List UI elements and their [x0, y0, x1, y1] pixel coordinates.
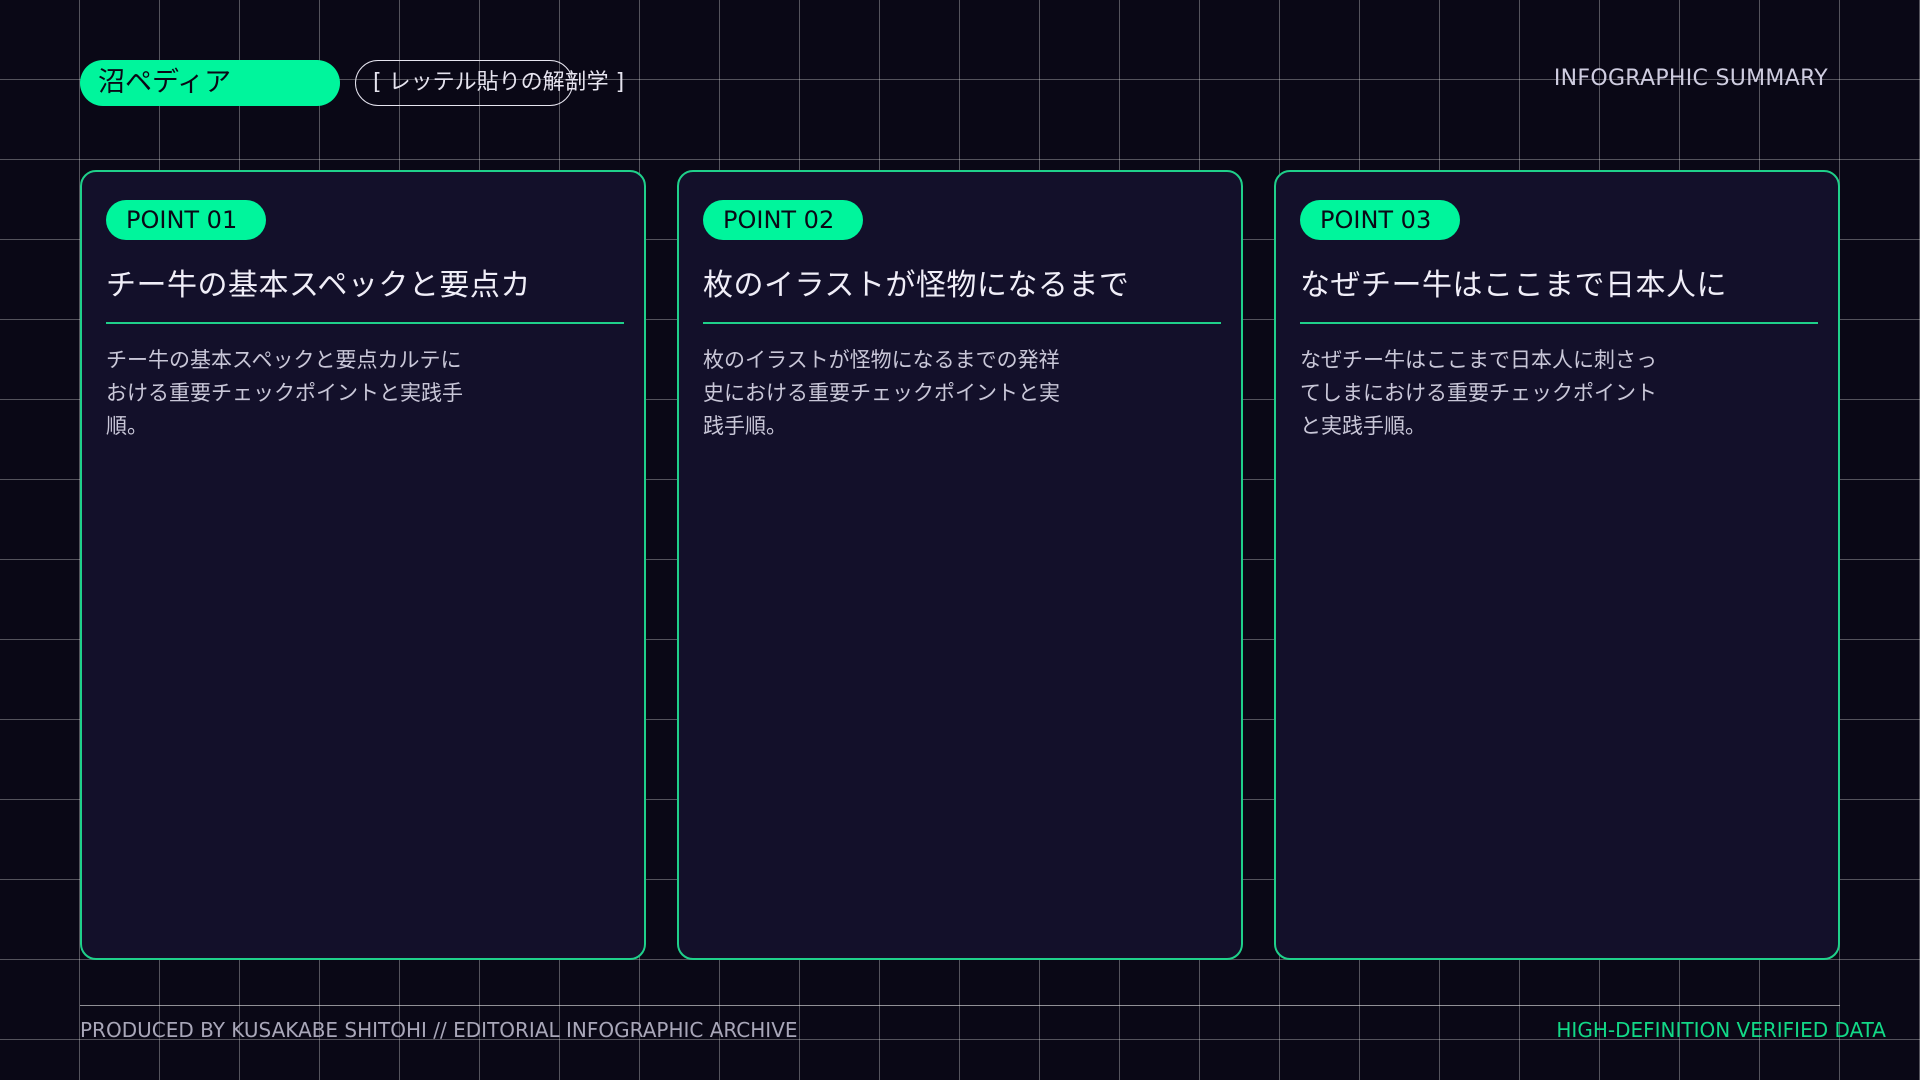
point-card-1: POINT 01 チー牛の基本スペックと要点カ チー牛の基本スペックと要点カルテ… [80, 170, 646, 960]
card-divider [703, 322, 1221, 324]
card-divider [106, 322, 624, 324]
point-badge: POINT 01 [106, 200, 266, 240]
card-body: 枚のイラストが怪物になるまでの発祥 史における重要チェックポイントと実 践手順。 [703, 348, 1060, 438]
card-title: なぜチー牛はここまで日本人に [1300, 268, 1727, 303]
card-divider [1300, 322, 1818, 324]
cards-row: POINT 01 チー牛の基本スペックと要点カ チー牛の基本スペックと要点カルテ… [80, 170, 1840, 960]
point-badge: POINT 03 [1300, 200, 1460, 240]
footer-credit: PRODUCED BY KUSAKABE SHITOHI // EDITORIA… [80, 1018, 798, 1042]
tag-pill-outline [355, 60, 573, 106]
card-title: チー牛の基本スペックと要点カ [106, 268, 531, 303]
summary-label: INFOGRAPHIC SUMMARY [1553, 66, 1828, 91]
footer-divider [80, 1005, 1840, 1006]
point-badge: POINT 02 [703, 200, 863, 240]
tag-label: [ レッテル貼りの解剖学 ] [373, 70, 625, 95]
card-title: 枚のイラストが怪物になるまで [703, 268, 1130, 303]
point-card-2: POINT 02 枚のイラストが怪物になるまで 枚のイラストが怪物になるまでの発… [677, 170, 1243, 960]
brand-pill: 沼ペディア [80, 60, 340, 106]
card-body: なぜチー牛はここまで日本人に刺さっ てしまにおける重要チェックポイント と実践手… [1300, 348, 1657, 438]
card-body: チー牛の基本スペックと要点カルテに おける重要チェックポイントと実践手 順。 [106, 348, 463, 438]
point-card-3: POINT 03 なぜチー牛はここまで日本人に なぜチー牛はここまで日本人に刺さ… [1274, 170, 1840, 960]
footer-verified-label: HIGH-DEFINITION VERIFIED DATA [1556, 1018, 1886, 1042]
